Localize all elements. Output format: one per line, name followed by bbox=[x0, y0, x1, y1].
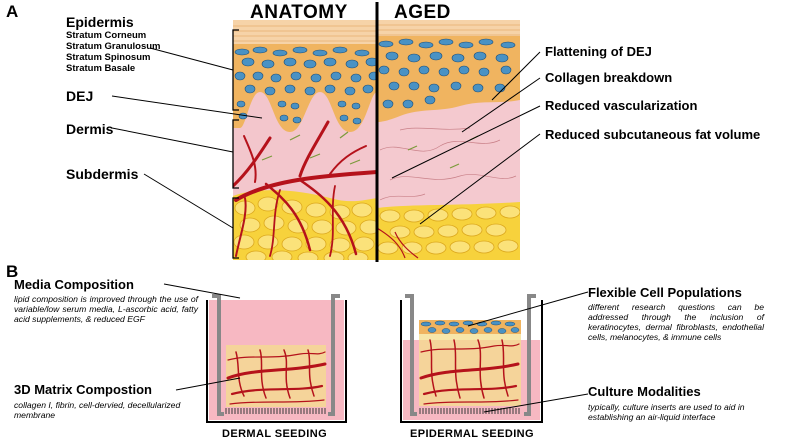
epidermis-label: Epidermis bbox=[66, 14, 134, 30]
stratum-granulosum-label: Stratum Granulosum bbox=[66, 41, 161, 52]
media-composition-desc: lipid composition is improved through th… bbox=[14, 294, 198, 324]
dermal-seeding-caption: DERMAL SEEDING bbox=[222, 428, 328, 440]
media-composition-title: Media Composition bbox=[14, 277, 134, 292]
flattening-dej-label: Flattening of DEJ bbox=[545, 44, 652, 59]
culture-modalities-title: Culture Modalities bbox=[588, 384, 701, 399]
anatomy-section bbox=[233, 20, 377, 260]
dej-label: DEJ bbox=[66, 88, 94, 104]
collagen-breakdown-label: Collagen breakdown bbox=[545, 70, 673, 85]
panel-b-label: B bbox=[6, 262, 19, 281]
epidermal-seeding-caption: EPIDERMAL SEEDING bbox=[410, 428, 534, 440]
matrix-composition-title: 3D Matrix Compostion bbox=[14, 382, 152, 397]
matrix-composition-desc: collagen I, fibrin, cell-dervied, decell… bbox=[14, 400, 181, 420]
panel-a-label: A bbox=[6, 2, 19, 21]
stratum-corneum-label: Stratum Corneum bbox=[66, 30, 147, 41]
aged-section bbox=[377, 20, 520, 260]
cell-populations-title: Flexible Cell Populations bbox=[588, 285, 742, 300]
reduced-fat-volume-label: Reduced subcutaneous fat volume bbox=[545, 127, 761, 142]
stratum-basale-label: Stratum Basale bbox=[66, 63, 136, 74]
dermis-label: Dermis bbox=[66, 121, 114, 137]
dermal-seeding-insert bbox=[206, 294, 347, 423]
subdermis-label: Subdermis bbox=[66, 166, 139, 182]
reduced-vascularization-label: Reduced vascularization bbox=[545, 98, 698, 113]
cell-populations-desc: different research questions can be addr… bbox=[588, 302, 764, 342]
anatomy-header: ANATOMY bbox=[250, 2, 348, 23]
stratum-spinosum-label: Stratum Spinosum bbox=[66, 52, 151, 63]
epidermal-seeding-insert bbox=[400, 294, 543, 423]
aged-header: AGED bbox=[394, 2, 451, 23]
culture-modalities-desc: typically, culture inserts are used to a… bbox=[588, 402, 745, 422]
